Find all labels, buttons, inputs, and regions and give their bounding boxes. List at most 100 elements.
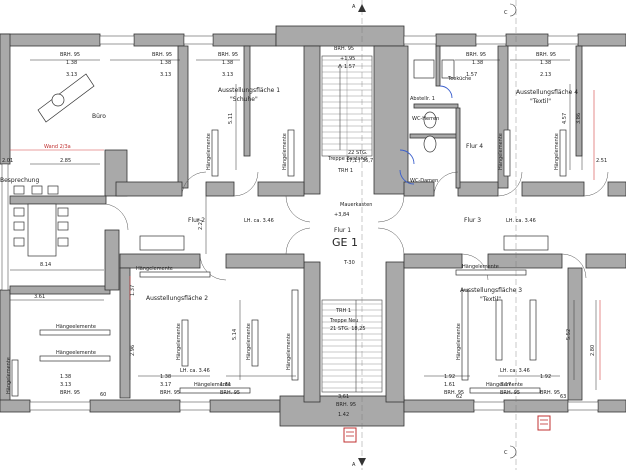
win-width-5: 1.38 bbox=[540, 60, 551, 66]
brh-label-b5: BRH. 95 bbox=[500, 390, 520, 396]
hanging-rails bbox=[11, 129, 567, 397]
stair-level-bottom: 3,61 bbox=[338, 394, 349, 400]
brh-label-b3: BRH. 95 bbox=[220, 390, 240, 396]
dim-161-b: 1.61 bbox=[444, 382, 455, 388]
brh-label-b6: BRH. 95 bbox=[540, 390, 560, 396]
windows bbox=[1, 35, 599, 411]
room-office: Büro bbox=[92, 113, 106, 120]
dim-285: 2.85 bbox=[60, 158, 71, 164]
stairwell-bottom-label: TRH 1 bbox=[335, 308, 351, 314]
win-width-b2: 1.38 bbox=[160, 374, 171, 380]
meeting-table bbox=[13, 185, 69, 257]
win-width-b4: 1.92 bbox=[444, 374, 455, 380]
stairs-bottom bbox=[321, 299, 383, 393]
room-exhibit2-height: LH. ca. 3.46 bbox=[180, 368, 210, 374]
brh-label-b2: BRH. 95 bbox=[160, 390, 180, 396]
mauerkasten-label: Mauerkasten bbox=[340, 202, 372, 208]
stair-landing: T-30 bbox=[343, 260, 355, 266]
section-c-bottom: C bbox=[504, 450, 508, 456]
dim-514: 5.14 bbox=[232, 329, 238, 340]
dim-251: 2.51 bbox=[596, 158, 607, 164]
hang-label-14: Hängelemente bbox=[6, 357, 12, 394]
brh-label-stair: BRH. 95 bbox=[334, 46, 354, 52]
dim-280: 2.80 bbox=[590, 345, 596, 356]
hang-label-10: Hängelemente bbox=[246, 323, 252, 360]
hang-label-2: Hängelemente bbox=[462, 264, 499, 270]
brh-label-5: BRH. 95 bbox=[536, 52, 556, 58]
brh-label-1: BRH. 95 bbox=[60, 52, 80, 58]
dim-63: 63 bbox=[560, 394, 566, 400]
dim-313-d: 3.13 bbox=[60, 382, 71, 388]
section-markers bbox=[343, 0, 551, 470]
brh-label-3: BRH. 95 bbox=[218, 52, 238, 58]
room-wc-women: WC-Damen bbox=[410, 178, 438, 184]
brh-label-stair-bottom: BRH. 95 bbox=[336, 402, 356, 408]
hang-label-6: Hängelemente bbox=[486, 382, 523, 388]
corridor1-level: +3,84 bbox=[334, 212, 349, 218]
dim-313-b: 3.13 bbox=[160, 72, 171, 78]
room-corridor2: Flur 2 bbox=[188, 217, 205, 224]
room-corridor4: Flur 4 bbox=[466, 143, 483, 150]
hang-label-13: Hängelemente bbox=[554, 133, 560, 170]
brh-label-b4: BRH. 95 bbox=[444, 390, 464, 396]
room-exhibit3-sub: "Textil" bbox=[480, 296, 501, 303]
stairwell-bottom-l1: Treppe Neu bbox=[329, 318, 358, 324]
red-annotations bbox=[10, 90, 601, 380]
office-desk bbox=[37, 73, 95, 123]
dimension-lines bbox=[10, 59, 597, 390]
room-exhibit2: Ausstellungsfläche 2 bbox=[146, 295, 208, 302]
floor-label: GE 1 bbox=[332, 236, 358, 249]
win-width-3: 1.38 bbox=[222, 60, 233, 66]
brh-label-2: BRH. 95 bbox=[152, 52, 172, 58]
dim-62: 62 bbox=[456, 394, 462, 400]
corridor-seating bbox=[139, 235, 549, 251]
dim-137: 1.37 bbox=[130, 285, 136, 296]
wc-fixtures bbox=[413, 59, 455, 153]
hang-label-5: Hängelemente bbox=[194, 382, 231, 388]
dim-317-b: 3.17 bbox=[500, 382, 511, 388]
dim-201: 2.01 bbox=[2, 158, 13, 164]
brh-label-b1: BRH. 95 bbox=[60, 390, 80, 396]
hang-label-4: Hängeelemente bbox=[56, 350, 96, 356]
stair-level: +1,95 bbox=[340, 56, 355, 62]
stairwell-top-l2: 17,1 / 36,7 bbox=[346, 158, 373, 164]
stair-width: 1.57 bbox=[344, 64, 355, 70]
hang-label-9: Hängelemente bbox=[176, 323, 182, 360]
dim-213-a: 2.13 bbox=[540, 72, 551, 78]
win-width-2: 1.38 bbox=[160, 60, 171, 66]
corridor2-height: LH. ca. 3.46 bbox=[244, 218, 274, 224]
section-a-top: A bbox=[352, 4, 356, 10]
dim-511: 5.11 bbox=[228, 113, 234, 124]
dim-60-a: 60 bbox=[100, 392, 106, 398]
room-corridor1: Flur 1 bbox=[334, 227, 351, 234]
section-a-bottom: A bbox=[352, 462, 356, 468]
room-exhibit3: Ausstellungsfläche 3 bbox=[460, 287, 522, 294]
doors bbox=[105, 171, 609, 281]
win-width-b5: 1.92 bbox=[540, 374, 551, 380]
dim-552: 5.52 bbox=[566, 329, 572, 340]
stairwell-top-label: TRH 1 bbox=[337, 168, 353, 174]
dim-317: 3.17 bbox=[160, 382, 171, 388]
meeting-dim: 8.14 bbox=[40, 262, 51, 268]
stairwell-top-l1: 22 STG. bbox=[348, 150, 368, 156]
room-exhibit1-sub: "Schuhe" bbox=[230, 96, 258, 103]
dim-313-c: 3.13 bbox=[222, 72, 233, 78]
room-exhibit1: Ausstellungsfläche 1 bbox=[218, 87, 280, 94]
stairwell-bottom-l2: 21 STG. 18,25 bbox=[330, 326, 366, 332]
hang-label-7: Hängelemente bbox=[206, 133, 212, 170]
room-exhibit4: Ausstellungsfläche 4 bbox=[516, 89, 578, 96]
dim-457: 4.57 bbox=[562, 113, 568, 124]
dim-157-a: 1.57 bbox=[466, 72, 477, 78]
dim-361: 3.61 bbox=[34, 294, 45, 300]
hang-label-8: Hängelemente bbox=[282, 133, 288, 170]
hang-label-3: Hängeelemente bbox=[56, 324, 96, 330]
stair-bottom-width: 1.42 bbox=[338, 412, 349, 418]
win-width-b1: 1.38 bbox=[60, 374, 71, 380]
hang-label-1: Hängelemente bbox=[136, 266, 173, 272]
dim-227: 2.27 bbox=[198, 219, 204, 230]
win-width-4: 1.38 bbox=[472, 60, 483, 66]
hang-label-15: Hängelemente bbox=[286, 333, 292, 370]
hang-label-12: Hängelemente bbox=[498, 133, 504, 170]
dim-296: 2.96 bbox=[130, 345, 136, 356]
